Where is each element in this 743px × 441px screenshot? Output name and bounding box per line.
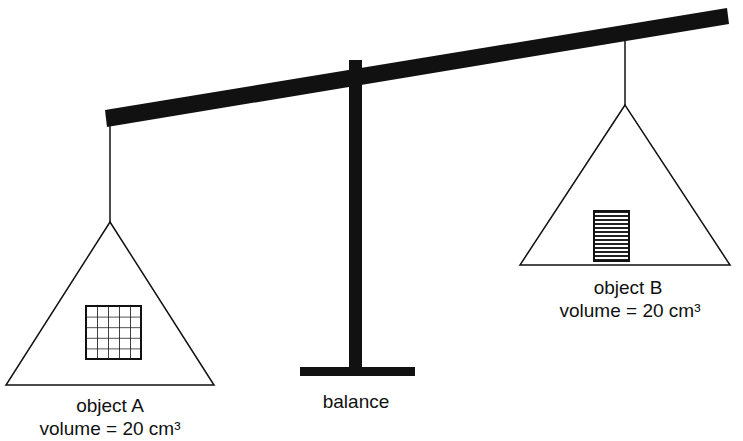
hanger-string [109, 124, 111, 222]
object-label: object B [594, 278, 663, 299]
balance-beam [105, 8, 729, 127]
object-b [594, 211, 629, 261]
balance-pan [520, 105, 730, 265]
object-label: object A [76, 396, 144, 417]
volume-label: volume = 20 cm³ [560, 301, 701, 322]
balance-base [300, 367, 415, 376]
volume-label: volume = 20 cm³ [40, 419, 181, 440]
balance-label: balance [323, 392, 390, 413]
object-a [86, 306, 141, 359]
balance-pan [6, 222, 214, 385]
balance-post [349, 60, 362, 372]
hanger-string [624, 34, 626, 105]
